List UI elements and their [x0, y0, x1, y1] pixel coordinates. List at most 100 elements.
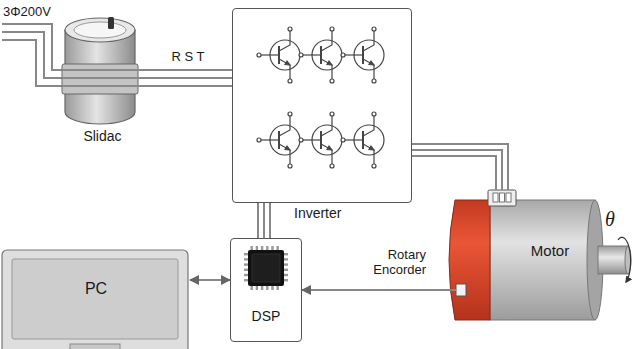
collector-lead [321, 116, 332, 136]
connector-label: Rotary Encorder [352, 248, 428, 278]
chip-pin [251, 246, 253, 250]
chip-pin [277, 286, 279, 290]
terminal-dot [372, 79, 376, 83]
slidac: Slidac [55, 12, 150, 147]
chip-pin [244, 274, 248, 276]
terminal-pin [500, 193, 505, 202]
wire-line [140, 85, 232, 87]
chip-pin [244, 269, 248, 271]
input-wire [2, 32, 62, 78]
motor-drawing [440, 190, 631, 320]
base-bar [278, 46, 280, 64]
terminal-pin [493, 193, 498, 202]
dsp-box: DSP [230, 238, 302, 342]
collector-lead [363, 116, 374, 136]
chip-pin [244, 279, 248, 281]
emitter-lead [363, 59, 374, 79]
input-wires [2, 24, 62, 86]
transistor-symbol [257, 27, 300, 83]
chip-pin [284, 253, 288, 255]
connector [302, 290, 440, 291]
chip-die [252, 254, 280, 282]
terminal-dot [288, 164, 292, 168]
chip-pin [284, 274, 288, 276]
chip-pin [266, 246, 268, 250]
chip-pin [244, 263, 248, 265]
encoder-housing [449, 200, 490, 320]
chip-pin [251, 286, 253, 290]
connector [190, 280, 230, 281]
chip-pin [244, 253, 248, 255]
input-wire [2, 40, 62, 86]
chip-body [248, 250, 284, 286]
wire-line [140, 69, 232, 71]
shape-outline [60, 15, 140, 127]
chip-pin [266, 286, 268, 290]
wire-line [412, 150, 502, 190]
text-holder: Slidac [55, 128, 150, 144]
monitor-stand [70, 344, 120, 349]
text-holder: Motor [500, 242, 600, 259]
chip-pin [261, 286, 263, 290]
connector [412, 144, 508, 190]
wire-line [140, 77, 232, 79]
chip-pin [261, 246, 263, 250]
emitter-lead [321, 59, 332, 79]
emitter-lead [279, 144, 290, 164]
terminal-dot [288, 79, 292, 83]
dsp-chip [244, 246, 288, 290]
terminal-dot [341, 138, 345, 142]
chip-pin [256, 246, 258, 250]
terminal-dot [288, 112, 292, 116]
terminal-dot [288, 27, 292, 31]
collector-lead [363, 31, 374, 51]
terminal-dot [330, 112, 334, 116]
base-bar [278, 131, 280, 149]
terminal-dot [330, 27, 334, 31]
collector-lead [279, 31, 290, 51]
slidac-wire [62, 77, 140, 79]
terminal-dot [330, 164, 334, 168]
encoder-port [456, 284, 466, 296]
text-holder: Inverter [294, 205, 374, 221]
monitor-screen [12, 259, 178, 339]
emitter-arrow [369, 146, 374, 150]
motor-node: Motor [440, 190, 632, 330]
node-label: Slidac [83, 128, 121, 144]
emitter-arrow [327, 146, 332, 150]
node-label: Inverter [294, 205, 341, 221]
emitter-lead [363, 144, 374, 164]
input-wire [2, 24, 62, 70]
slidac-dial [74, 22, 126, 38]
terminal-dot [299, 53, 303, 57]
connector-label: R S T [162, 50, 214, 65]
box-outline [232, 8, 412, 203]
base-lead [261, 139, 279, 140]
base-bar [362, 46, 364, 64]
chip-pin [271, 246, 273, 250]
wire-line [263, 203, 265, 238]
base-lead [303, 139, 321, 140]
node-label: PC [85, 280, 107, 297]
rotation-arrow [618, 237, 631, 282]
wire-line [412, 144, 508, 190]
motor-body [490, 200, 595, 320]
shape-outline [2, 250, 190, 349]
base-bar [320, 46, 322, 64]
wire-line [257, 203, 259, 238]
pc-monitor [2, 250, 188, 349]
pc-monitor-node: PC [2, 250, 190, 349]
slidac-wire [62, 85, 140, 87]
chip-pin [284, 258, 288, 260]
chip-pin [284, 263, 288, 265]
terminal-dot [341, 53, 345, 57]
emitter-arrow [285, 61, 290, 65]
base-lead [261, 54, 279, 55]
chip-pin [284, 279, 288, 281]
base-bar [362, 131, 364, 149]
transistor-symbol [257, 112, 300, 168]
terminal-dot [372, 164, 376, 168]
transistor-symbol [341, 27, 384, 83]
motor-terminal-box [488, 190, 516, 206]
